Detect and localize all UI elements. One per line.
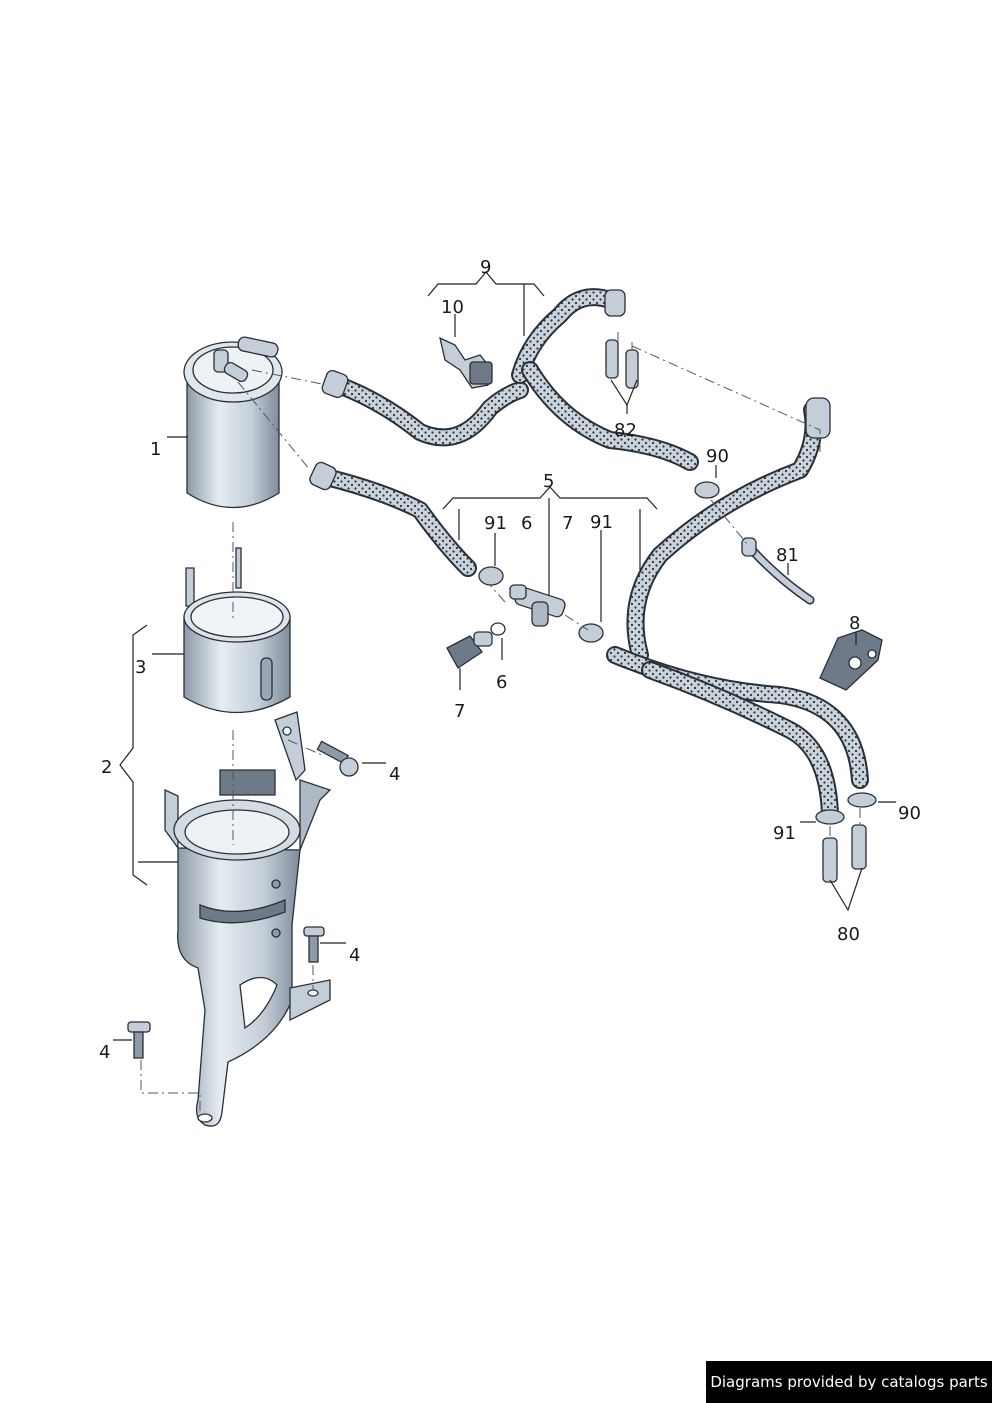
label-8: 8 xyxy=(849,613,860,634)
label-81: 81 xyxy=(776,545,799,566)
label-4-upper: 4 xyxy=(389,764,400,785)
label-5: 5 xyxy=(543,471,554,492)
holder-10 xyxy=(439,336,493,389)
label-6-lower: 6 xyxy=(496,672,507,693)
label-4-lower: 4 xyxy=(99,1042,110,1063)
label-90-lower: 90 xyxy=(898,803,921,824)
clamp-91-lower xyxy=(815,809,845,825)
holder-8 xyxy=(819,629,883,691)
label-3: 3 xyxy=(135,657,146,678)
label-7-upper: 7 xyxy=(562,513,573,534)
hose-supply xyxy=(309,461,477,577)
hose-long-main xyxy=(606,397,869,824)
label-82: 82 xyxy=(614,420,637,441)
seal-ring xyxy=(490,622,506,636)
label-90-upper: 90 xyxy=(706,446,729,467)
clamp-91-left xyxy=(478,566,504,586)
leader-lines xyxy=(113,271,896,1041)
bolt-middle xyxy=(303,926,325,963)
label-91-right: 91 xyxy=(590,512,613,533)
fuel-filter xyxy=(183,336,283,509)
clamp-90-upper xyxy=(694,481,720,499)
temperature-sensor xyxy=(446,631,493,669)
filter-bracket xyxy=(164,711,332,1127)
label-91-lower: 91 xyxy=(773,823,796,844)
part-labels: 1 3 2 4 4 4 9 10 5 91 6 7 91 6 7 82 90 8… xyxy=(99,257,921,1063)
label-91-left: 91 xyxy=(484,513,507,534)
label-80: 80 xyxy=(837,924,860,945)
filter-holder-ring xyxy=(183,547,291,714)
connector-pair-80 xyxy=(822,824,867,883)
attribution-text: Diagrams provided by catalogs parts xyxy=(710,1373,988,1391)
bolt-upper xyxy=(316,740,359,777)
label-6-upper: 6 xyxy=(521,513,532,534)
bolt-lower xyxy=(127,1021,151,1059)
t-piece xyxy=(509,584,566,627)
label-7-lower: 7 xyxy=(454,701,465,722)
label-1: 1 xyxy=(150,439,161,460)
label-9: 9 xyxy=(480,257,491,278)
label-4-middle: 4 xyxy=(349,945,360,966)
connector-pair-82 xyxy=(605,339,639,389)
hose-upper-return xyxy=(321,288,699,471)
label-10: 10 xyxy=(441,297,464,318)
attribution-footer: Diagrams provided by catalogs parts xyxy=(706,1361,992,1403)
clamp-90-lower xyxy=(847,792,877,808)
assembly-lines xyxy=(140,332,861,1112)
label-2: 2 xyxy=(101,757,112,778)
